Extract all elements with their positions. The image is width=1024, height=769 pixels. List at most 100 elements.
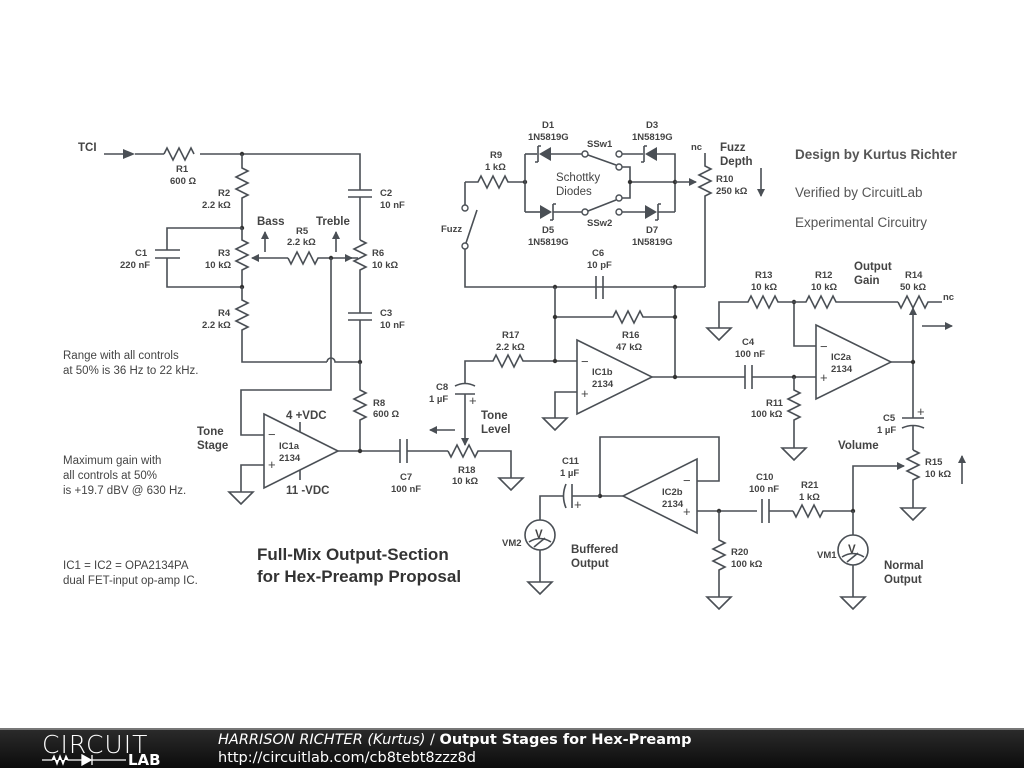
diode-d1: D1 1N5819G bbox=[525, 120, 582, 163]
svg-text:Gain: Gain bbox=[854, 275, 880, 287]
resistor-r1: R1 600 Ω bbox=[163, 146, 196, 187]
svg-text:C11: C11 bbox=[562, 456, 580, 467]
svg-text:R6: R6 bbox=[372, 248, 384, 259]
treble-control[interactable]: Treble bbox=[316, 216, 350, 252]
svg-text:50 kΩ: 50 kΩ bbox=[900, 282, 926, 293]
potentiometer-r10-fuzz-depth[interactable]: nc R10 250 kΩ Fuzz Depth bbox=[691, 142, 765, 287]
svg-text:R17: R17 bbox=[502, 330, 519, 341]
voltmeter-vm1: V VM1 Normal Output bbox=[817, 511, 924, 611]
svg-text:SSw2: SSw2 bbox=[587, 218, 612, 229]
resistor-r16: R16 47 kΩ bbox=[555, 309, 675, 353]
svg-text:1 kΩ: 1 kΩ bbox=[799, 492, 820, 503]
svg-text:Design by Kurtus Richter: Design by Kurtus Richter bbox=[795, 147, 958, 162]
project-title[interactable]: Output Stages for Hex-Preamp bbox=[439, 732, 692, 748]
svg-text:+: + bbox=[820, 370, 828, 385]
svg-text:−: − bbox=[268, 427, 276, 442]
svg-text:100 nF: 100 nF bbox=[749, 484, 779, 495]
potentiometer-r6-treble[interactable]: R6 10 kΩ bbox=[352, 239, 398, 313]
svg-text:100 nF: 100 nF bbox=[391, 484, 421, 495]
svg-text:nc: nc bbox=[691, 142, 702, 153]
svg-text:Experimental Circuitry: Experimental Circuitry bbox=[795, 215, 927, 230]
svg-text:Fuzz: Fuzz bbox=[720, 142, 746, 154]
svg-text:Treble: Treble bbox=[316, 216, 350, 228]
bass-control[interactable]: Bass bbox=[257, 216, 285, 252]
ground-icon bbox=[839, 596, 867, 611]
svg-text:R1: R1 bbox=[176, 164, 189, 175]
svg-text:VM1: VM1 bbox=[817, 550, 837, 561]
svg-text:Output: Output bbox=[884, 574, 922, 586]
svg-text:−: − bbox=[820, 339, 828, 354]
svg-text:+: + bbox=[581, 386, 589, 401]
ground-icon bbox=[705, 596, 733, 611]
diode-d7: D7 1N5819G bbox=[632, 203, 675, 248]
circuitlab-logo[interactable]: CIRCUIT LAB bbox=[42, 730, 161, 769]
svg-text:220 nF: 220 nF bbox=[120, 260, 150, 271]
svg-text:R10: R10 bbox=[716, 174, 733, 185]
resistor-r11: R11 100 kΩ bbox=[751, 377, 808, 462]
svg-text:D5: D5 bbox=[542, 225, 555, 236]
switch-ssw2[interactable]: SSw2 bbox=[581, 194, 645, 229]
footer-bar: CIRCUIT LAB HARRISON RICHTER (Kurtus) / … bbox=[0, 728, 1024, 769]
svg-text:Fuzz: Fuzz bbox=[441, 224, 462, 235]
resistor-r13: R13 10 kΩ bbox=[705, 270, 794, 342]
svg-text:Normal: Normal bbox=[884, 560, 924, 572]
svg-text:Full-Mix Output-Section: Full-Mix Output-Section bbox=[257, 545, 449, 564]
svg-text:R2: R2 bbox=[218, 188, 230, 199]
svg-text:100 kΩ: 100 kΩ bbox=[751, 409, 783, 420]
svg-text:D7: D7 bbox=[646, 225, 658, 236]
project-url[interactable]: http://circuitlab.com/cb8tebt8zzz8d bbox=[218, 750, 476, 766]
svg-text:1N5819G: 1N5819G bbox=[632, 132, 673, 143]
svg-text:+: + bbox=[917, 404, 925, 419]
ground-icon bbox=[780, 447, 808, 462]
resistor-diode-logo-icon bbox=[42, 754, 126, 766]
svg-text:1N5819G: 1N5819G bbox=[528, 132, 569, 143]
capacitor-c7: C7 100 nF bbox=[391, 439, 448, 495]
svg-text:C4: C4 bbox=[742, 337, 755, 348]
svg-text:Volume: Volume bbox=[838, 440, 879, 452]
svg-text:2.2 kΩ: 2.2 kΩ bbox=[202, 200, 231, 211]
svg-text:100 nF: 100 nF bbox=[735, 349, 765, 360]
resistor-r20: R20 100 kΩ bbox=[705, 511, 763, 611]
svg-text:is +19.7 dBV @ 630 Hz.: is +19.7 dBV @ 630 Hz. bbox=[63, 485, 186, 497]
svg-text:+: + bbox=[683, 504, 691, 519]
svg-text:2134: 2134 bbox=[592, 379, 614, 390]
opamp-ic1a: − + IC1a 2134 4 +VDC 11 -VDC bbox=[263, 410, 340, 497]
svg-text:2134: 2134 bbox=[662, 499, 684, 510]
svg-text:R16: R16 bbox=[622, 330, 639, 341]
svg-text:C1: C1 bbox=[135, 248, 148, 259]
svg-text:R8: R8 bbox=[373, 398, 385, 409]
svg-text:Maximum gain with: Maximum gain with bbox=[63, 455, 161, 467]
fuzz-switch[interactable]: Fuzz bbox=[441, 182, 705, 288]
svg-text:for Hex-Preamp Proposal: for Hex-Preamp Proposal bbox=[257, 567, 461, 586]
potentiometer-r3-bass[interactable]: R3 10 kΩ bbox=[205, 228, 288, 287]
svg-text:47 kΩ: 47 kΩ bbox=[616, 342, 642, 353]
resistor-r5: R5 2.2 kΩ bbox=[287, 226, 358, 266]
svg-text:Tone: Tone bbox=[197, 426, 224, 438]
author-name[interactable]: HARRISON RICHTER (Kurtus) bbox=[218, 732, 426, 748]
svg-text:600 Ω: 600 Ω bbox=[373, 409, 399, 420]
capacitor-c6: C6 10 pF bbox=[587, 248, 612, 299]
svg-text:10 kΩ: 10 kΩ bbox=[372, 260, 398, 271]
capacitor-c3: C3 10 nF bbox=[348, 308, 405, 362]
svg-text:IC2a: IC2a bbox=[831, 352, 852, 363]
svg-text:R3: R3 bbox=[218, 248, 230, 259]
svg-text:R11: R11 bbox=[766, 398, 784, 409]
svg-text:Tone: Tone bbox=[481, 410, 508, 422]
switch-ssw1[interactable]: SSw1 bbox=[581, 139, 643, 171]
ground-icon bbox=[227, 491, 255, 506]
potentiometer-r15-volume[interactable]: R15 10 kΩ bbox=[852, 449, 966, 522]
svg-text:Diodes: Diodes bbox=[556, 186, 592, 198]
svg-text:R5: R5 bbox=[296, 226, 309, 237]
potentiometer-r18-tone-level[interactable]: R18 10 kΩ bbox=[447, 443, 525, 492]
svg-text:C7: C7 bbox=[400, 472, 412, 483]
resistor-r2: R2 2.2 kΩ bbox=[202, 154, 250, 228]
opamp-ic1b: − + IC1b 2134 bbox=[576, 338, 654, 416]
svg-text:IC1a: IC1a bbox=[279, 441, 300, 452]
svg-text:Output: Output bbox=[854, 261, 892, 273]
potentiometer-r14-output-gain[interactable]: R14 50 kΩ nc bbox=[897, 270, 954, 362]
svg-text:+: + bbox=[574, 497, 582, 512]
svg-text:Schottky: Schottky bbox=[556, 172, 600, 184]
credits: Design by Kurtus Richter Verified by Cir… bbox=[795, 147, 958, 230]
capacitor-c11-polarized: + C11 1 µF bbox=[539, 456, 600, 520]
svg-text:R20: R20 bbox=[731, 547, 748, 558]
